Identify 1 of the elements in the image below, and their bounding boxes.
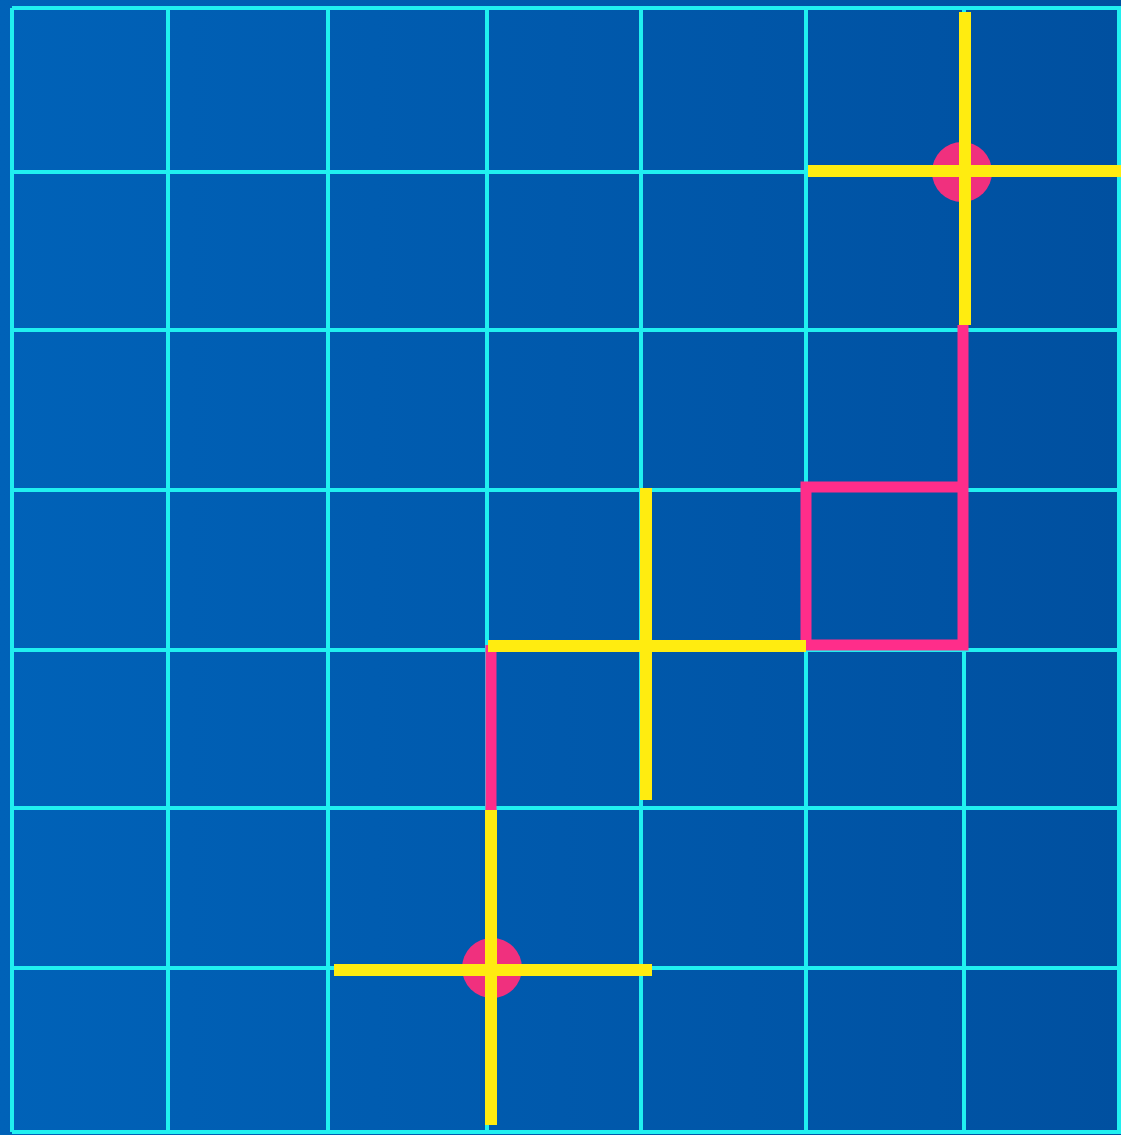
dot-marker — [462, 938, 522, 998]
